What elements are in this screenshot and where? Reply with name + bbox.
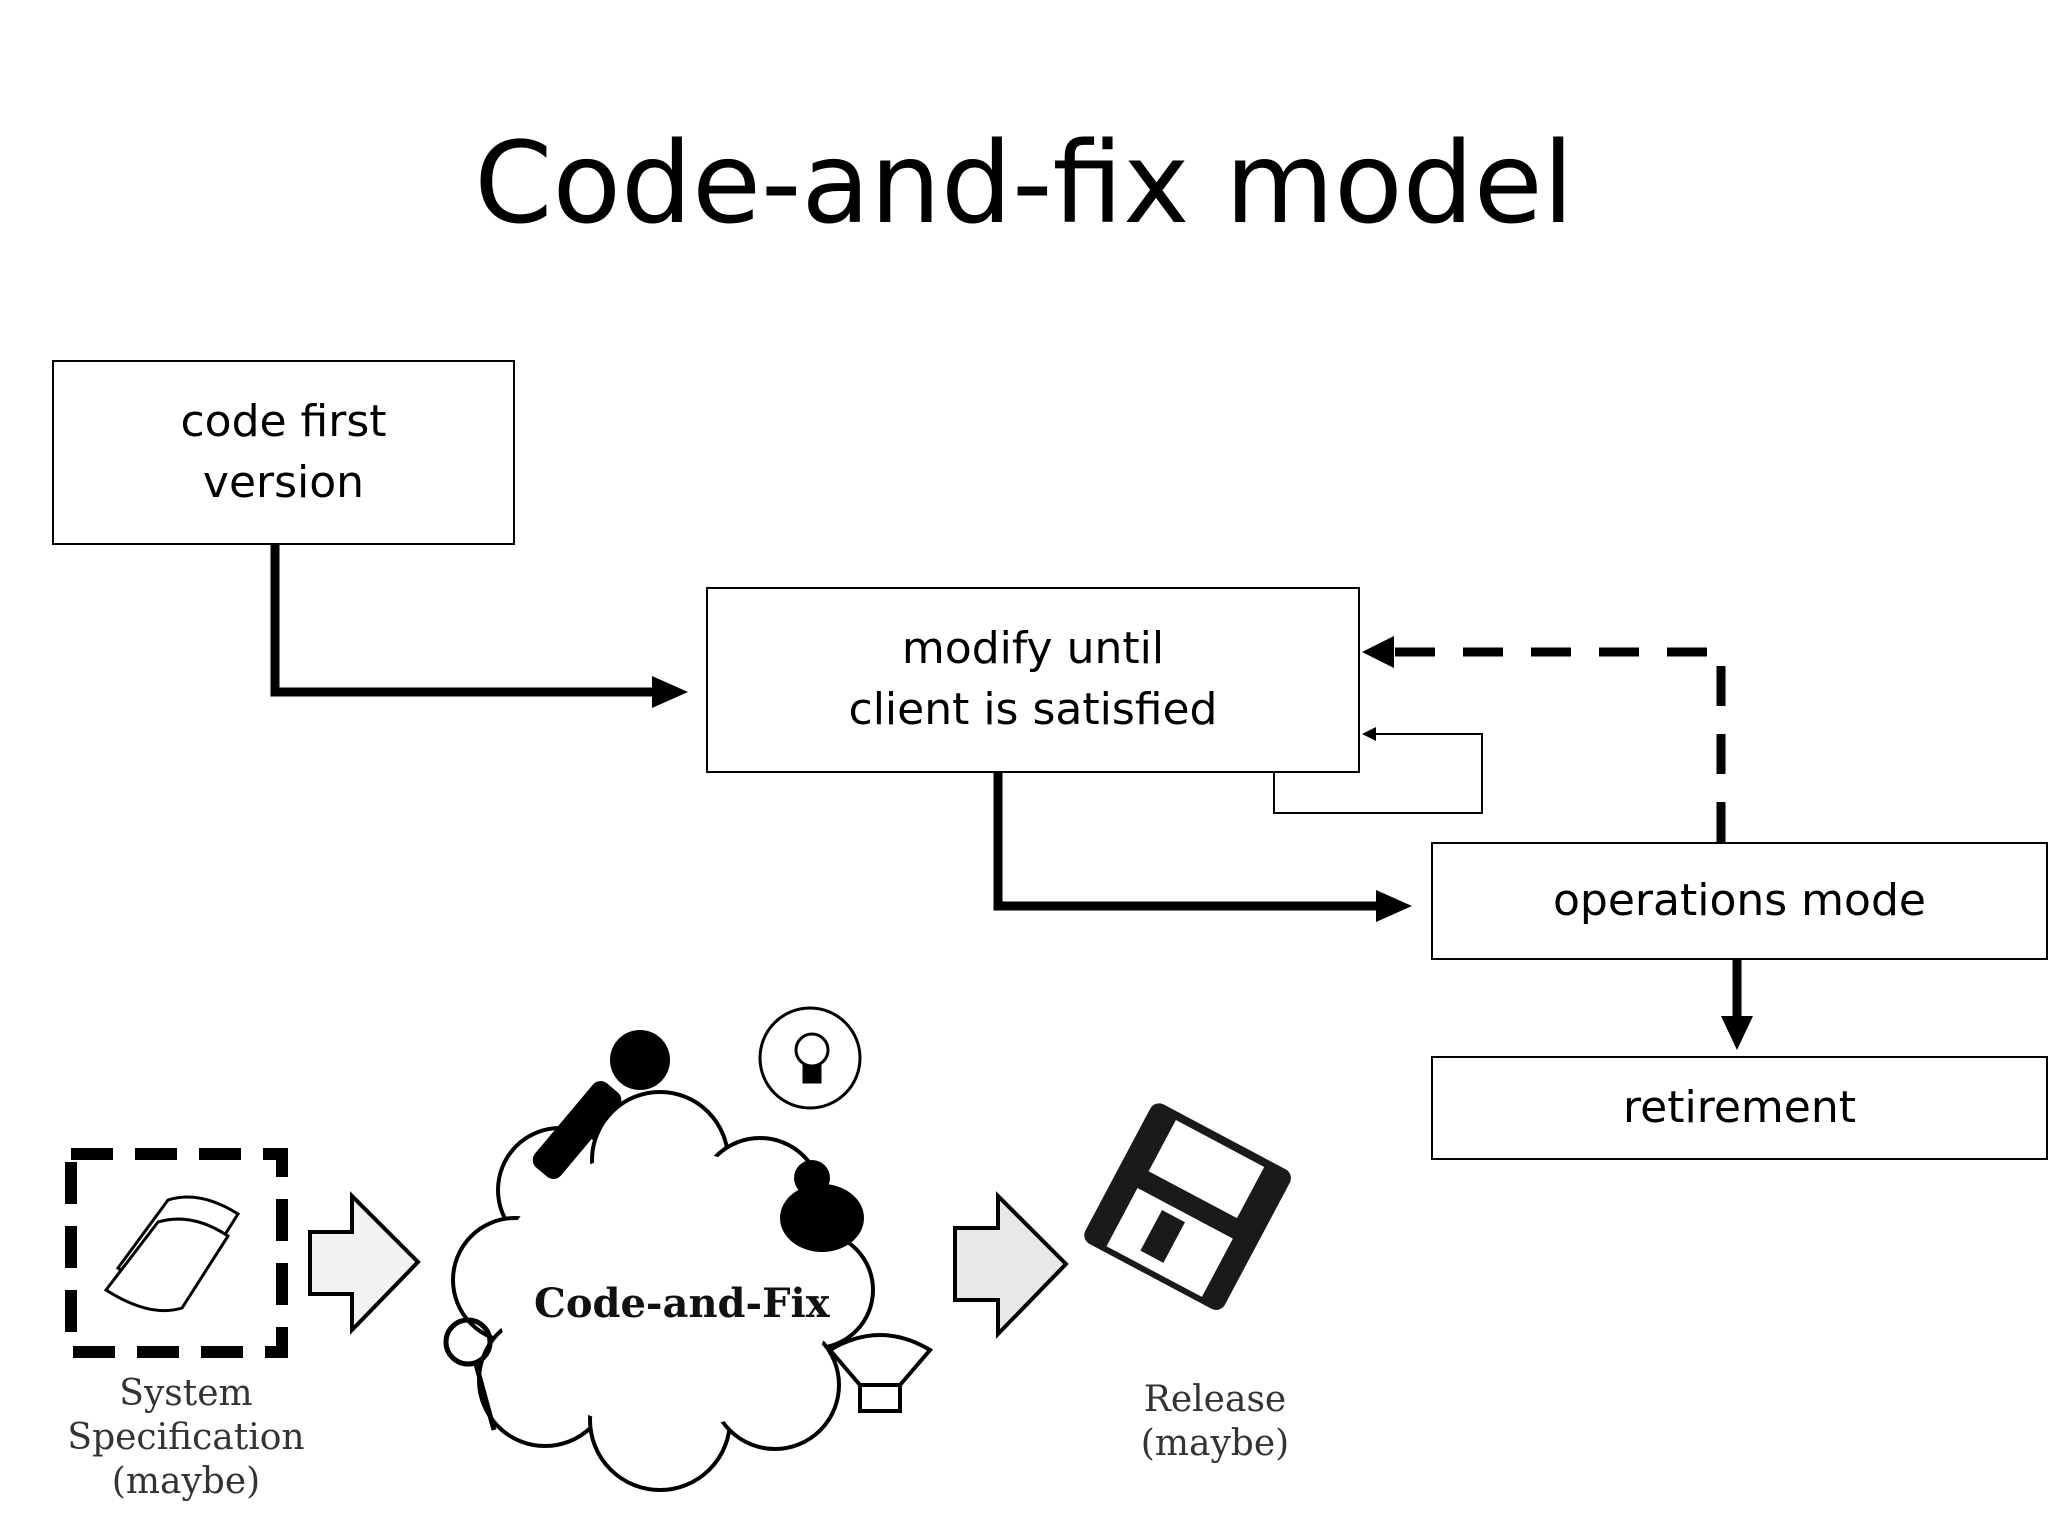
- code-first-line-1: code first: [180, 395, 387, 447]
- arrowhead-operations-to-retirement: [1721, 1016, 1753, 1050]
- arrowhead-modify-to-operations: [1376, 890, 1412, 922]
- code-first-line-2: version: [202, 456, 365, 508]
- arrow-code-to-modify: [270, 545, 662, 697]
- code-and-fix-label: Code-and-Fix: [534, 1280, 830, 1327]
- box-operations-mode: operations mode: [1431, 842, 2048, 960]
- bird-icon: [780, 1160, 864, 1252]
- magnifier-icon: [443, 1317, 497, 1431]
- wrench-icon: [532, 1030, 670, 1179]
- hollow-arrow-2: [953, 1191, 1069, 1339]
- hollow-arrow-1: [308, 1191, 421, 1335]
- floppy-disk-icon: [1084, 1103, 1291, 1310]
- spec-line-3: (maybe): [111, 1460, 261, 1502]
- modify-line-2: client is satisfied: [848, 684, 1218, 735]
- system-specification-label: System Specification (maybe): [56, 1372, 316, 1504]
- arrowhead-self-loop: [1362, 727, 1376, 741]
- self-loop: [1273, 733, 1483, 814]
- box-retirement: retirement: [1431, 1056, 2048, 1160]
- spec-line-1: System: [119, 1373, 253, 1414]
- dashed-feedback-loop: [1392, 647, 1726, 842]
- release-line-1: Release: [1143, 1379, 1287, 1420]
- slide-title: Code-and-fix model: [474, 119, 1574, 249]
- arrow-modify-to-operations: [993, 773, 1382, 911]
- box-code-first-version: code first version: [52, 360, 515, 545]
- operations-label: operations mode: [1553, 874, 1926, 926]
- lamp-icon: [826, 1333, 934, 1413]
- lightbulb-icon: [758, 1006, 862, 1110]
- papers-icon: [103, 1195, 241, 1313]
- arrowhead-code-to-modify: [652, 676, 688, 708]
- spec-line-2: Specification: [67, 1416, 305, 1458]
- modify-line-1: modify until: [901, 623, 1165, 675]
- release-line-2: (maybe): [1140, 1422, 1290, 1464]
- box-modify-until-satisfied: modify until client is satisfied: [706, 587, 1360, 773]
- retirement-label: retirement: [1623, 1081, 1856, 1133]
- release-label: Release (maybe): [1100, 1378, 1330, 1466]
- spec-dashed-frame: [65, 1148, 288, 1358]
- arrowhead-dashed-feedback: [1362, 636, 1394, 668]
